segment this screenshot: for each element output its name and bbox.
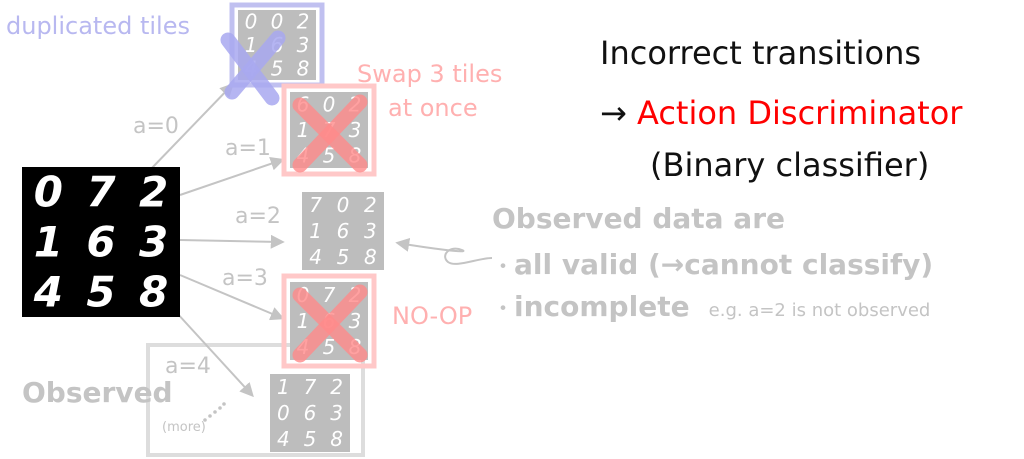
puzzle-tile-digit: 6 <box>304 401 317 425</box>
puzzle-tile-digit: 0 <box>34 168 63 217</box>
puzzle-tile-digit: 5 <box>323 335 336 359</box>
bullet-dot: ・ <box>492 255 515 280</box>
puzzle-tile-digit: 3 <box>349 309 362 333</box>
puzzle-tile-digit: 2 <box>330 375 343 399</box>
puzzle-tile-digit: 1 <box>309 219 322 243</box>
puzzle-tile-digit: 5 <box>323 143 336 167</box>
a3-cross-mark <box>292 284 368 363</box>
puzzle-tile-digit: 1 <box>297 118 310 142</box>
more-dots <box>203 402 226 422</box>
incomplete-example-note: e.g. a=2 is not observed <box>708 300 931 321</box>
puzzle-tile-digit: 0 <box>323 93 336 117</box>
puzzle-tile-digit: 5 <box>271 56 284 80</box>
puzzle-background <box>302 192 384 270</box>
action-discriminator-label: Action Discriminator <box>636 94 963 132</box>
puzzle-tile-digit: 4 <box>277 427 290 451</box>
puzzle-tile-digit: 3 <box>330 401 343 425</box>
duplicated-tiles-label: duplicated tiles <box>6 12 190 40</box>
bullet-all-valid: ・all valid (→cannot classify) <box>492 248 933 281</box>
puzzle-tile-digit: 1 <box>297 309 310 333</box>
puzzle-tile-digit: 7 <box>309 193 322 217</box>
puzzle-tile-digit: 6 <box>86 218 115 267</box>
puzzle-tile-digit: 3 <box>139 218 168 267</box>
puzzle-tile-digit: 3 <box>297 33 310 57</box>
puzzle-tile-digit: 5 <box>86 268 115 317</box>
bullet-incomplete: ・incomplete e.g. a=2 is not observed <box>492 290 930 323</box>
puzzle-tile-digit: 1 <box>245 33 258 57</box>
arrow-glyph: → <box>600 94 627 132</box>
arrow-a3 <box>179 274 285 321</box>
puzzle-tile-digit: 7 <box>86 168 116 217</box>
puzzle-tile-digit: 8 <box>330 427 343 451</box>
a1-invalid-frame <box>281 83 377 177</box>
action-label-a1: a=1 <box>225 136 271 161</box>
puzzle-tile-digit: 2 <box>139 168 168 217</box>
puzzle-tile-digit: 7 <box>323 283 336 307</box>
puzzle-tile-digit: 8 <box>364 245 377 269</box>
more-label: (more) <box>162 420 206 435</box>
observed-pointer-arrow <box>395 237 493 265</box>
observed-label: Observed <box>22 376 173 409</box>
action-label-a2: a=2 <box>235 204 281 229</box>
puzzle-tile-digit: 4 <box>309 245 322 269</box>
swap-tiles-label-line1: Swap 3 tiles <box>357 60 503 88</box>
noop-label: NO-OP <box>392 302 473 330</box>
puzzle-tile-digit: 4 <box>33 268 63 317</box>
puzzle-tile-digit: 8 <box>297 56 310 80</box>
bullet-dot: ・ <box>492 297 515 322</box>
puzzle-tile-digit: 0 <box>277 401 290 425</box>
puzzle-tile-digit: 3 <box>349 118 362 142</box>
puzzle-tile-digit: 2 <box>364 193 377 217</box>
swap-tiles-label-line2: at once <box>388 94 478 122</box>
puzzle-tile-digit: 8 <box>139 268 168 317</box>
binary-classifier-label: (Binary classifier) <box>650 146 930 184</box>
bullet-all-valid-text: all valid (→cannot classify) <box>514 248 934 281</box>
observed-group-frame <box>146 343 365 457</box>
puzzle-tile-digit: 6 <box>337 219 350 243</box>
a3-invalid-frame <box>281 273 377 369</box>
arrow-a0 <box>149 82 234 171</box>
puzzle-tile-digit: 1 <box>34 218 63 267</box>
arrow-a1 <box>179 157 285 196</box>
puzzle-background <box>22 167 180 317</box>
arrow-a2 <box>179 234 285 249</box>
puzzle-tile-digit: 0 <box>271 10 284 34</box>
puzzle-tile-digit: 5 <box>304 427 317 451</box>
bullet-incomplete-text: incomplete <box>514 290 690 323</box>
action-label-a3: a=3 <box>222 266 268 291</box>
a0-cross-mark <box>220 30 286 106</box>
a1-cross-mark <box>292 94 368 173</box>
puzzle-tile-digit: 3 <box>364 219 377 243</box>
puzzle-background <box>270 374 350 452</box>
action-label-a0: a=0 <box>133 114 179 139</box>
discriminator-line: → Action Discriminator <box>600 94 962 132</box>
puzzle-tile-digit: 1 <box>277 375 290 399</box>
observed-data-heading: Observed data are <box>492 202 786 235</box>
puzzle-tile-digit: 0 <box>337 193 350 217</box>
incorrect-transitions-title: Incorrect transitions <box>600 34 922 72</box>
puzzle-tile-digit: 0 <box>245 10 258 34</box>
action-label-a4: a=4 <box>165 354 211 379</box>
puzzle-tile-digit: 5 <box>337 245 350 269</box>
puzzle-tile-digit: 2 <box>297 10 310 34</box>
puzzle-tile-digit: 7 <box>304 375 317 399</box>
